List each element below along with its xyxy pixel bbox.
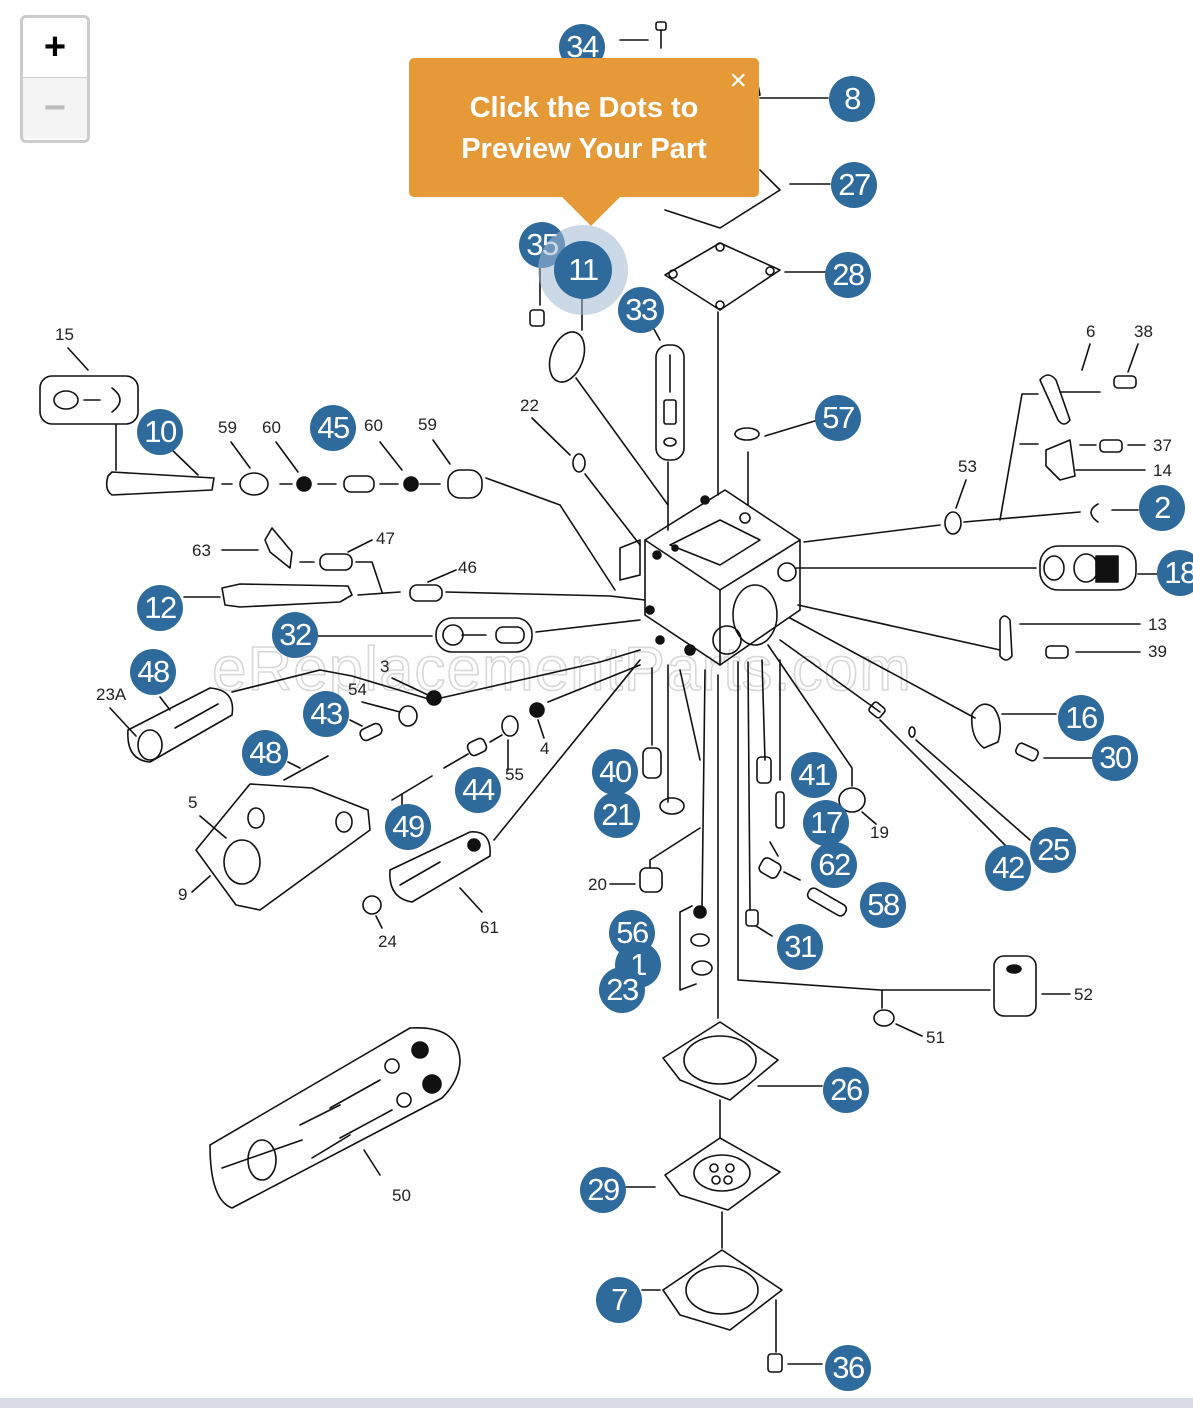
- hotspot-8[interactable]: 8: [829, 76, 875, 122]
- hotspot-23[interactable]: 23: [599, 967, 645, 1013]
- label-63: 63: [192, 541, 211, 560]
- label-60b: 60: [364, 416, 383, 435]
- label-38: 38: [1134, 322, 1153, 341]
- hotspot-25[interactable]: 25: [1030, 827, 1076, 873]
- label-14: 14: [1153, 461, 1172, 480]
- hotspot-18[interactable]: 18: [1157, 550, 1193, 596]
- hotspot-45[interactable]: 45: [310, 405, 356, 451]
- label-15: 15: [55, 325, 74, 344]
- label-22: 22: [520, 396, 539, 415]
- label-20: 20: [588, 875, 607, 894]
- label-39: 39: [1148, 642, 1167, 661]
- zoom-control: + −: [20, 15, 90, 143]
- label-59b: 59: [418, 415, 437, 434]
- hotspot-28[interactable]: 28: [825, 252, 871, 298]
- label-47: 47: [376, 529, 395, 548]
- label-51: 51: [926, 1028, 945, 1047]
- zoom-in-button[interactable]: +: [23, 18, 87, 78]
- hotspot-43[interactable]: 43: [303, 691, 349, 737]
- hotspot-42[interactable]: 42: [985, 845, 1031, 891]
- label-4: 4: [540, 739, 549, 758]
- hotspot-26[interactable]: 26: [823, 1067, 869, 1113]
- hotspot-11-active[interactable]: 11: [554, 241, 612, 299]
- label-60: 60: [262, 418, 281, 437]
- label-5: 5: [188, 793, 197, 812]
- label-6: 6: [1086, 322, 1095, 341]
- zoom-out-button[interactable]: −: [23, 78, 87, 138]
- label-3: 3: [380, 657, 389, 676]
- label-37: 37: [1153, 436, 1172, 455]
- hint-tooltip: × Click the Dots to Preview Your Part: [409, 58, 759, 226]
- label-54: 54: [348, 680, 367, 699]
- hotspot-33[interactable]: 33: [618, 287, 664, 333]
- hotspot-48[interactable]: 48: [130, 649, 176, 695]
- label-52: 52: [1074, 985, 1093, 1004]
- label-61: 61: [480, 918, 499, 937]
- close-icon[interactable]: ×: [729, 64, 747, 97]
- hotspot-41[interactable]: 41: [791, 752, 837, 798]
- hotspot-57[interactable]: 57: [815, 395, 861, 441]
- hotspot-21[interactable]: 21: [594, 792, 640, 838]
- hotspot-17[interactable]: 17: [803, 800, 849, 846]
- hotspot-2[interactable]: 2: [1139, 485, 1185, 531]
- hotspot-36[interactable]: 36: [825, 1345, 871, 1391]
- hotspot-30[interactable]: 30: [1092, 735, 1138, 781]
- label-50: 50: [392, 1186, 411, 1205]
- hotspot-32[interactable]: 32: [272, 612, 318, 658]
- bottom-bar: [0, 1398, 1193, 1408]
- hotspot-58[interactable]: 58: [860, 882, 906, 928]
- tooltip-message: Click the Dots to Preview Your Part: [409, 88, 759, 170]
- hotspot-16[interactable]: 16: [1058, 695, 1104, 741]
- label-19: 19: [870, 823, 889, 842]
- tooltip-line-1: Click the Dots to: [469, 92, 699, 124]
- label-46: 46: [458, 558, 477, 577]
- label-24: 24: [378, 932, 397, 951]
- hotspot-35[interactable]: 35: [519, 222, 565, 268]
- hotspot-48b[interactable]: 48: [242, 730, 288, 776]
- label-55: 55: [505, 765, 524, 784]
- hotspot-31[interactable]: 31: [777, 924, 823, 970]
- hotspot-49[interactable]: 49: [385, 804, 431, 850]
- label-13: 13: [1148, 615, 1167, 634]
- hotspot-29[interactable]: 29: [580, 1167, 626, 1213]
- hotspot-12[interactable]: 12: [137, 585, 183, 631]
- label-23A: 23A: [96, 685, 127, 704]
- hotspot-40[interactable]: 40: [592, 749, 638, 795]
- hotspot-44[interactable]: 44: [455, 767, 501, 813]
- tooltip-pointer: [561, 196, 621, 226]
- tooltip-line-2: Preview Your Part: [461, 133, 707, 165]
- hotspot-27[interactable]: 27: [831, 162, 877, 208]
- label-9: 9: [178, 885, 187, 904]
- hotspot-7[interactable]: 7: [596, 1277, 642, 1323]
- hotspot-10[interactable]: 10: [137, 409, 183, 455]
- hotspot-62[interactable]: 62: [811, 842, 857, 888]
- label-53: 53: [958, 457, 977, 476]
- label-59: 59: [218, 418, 237, 437]
